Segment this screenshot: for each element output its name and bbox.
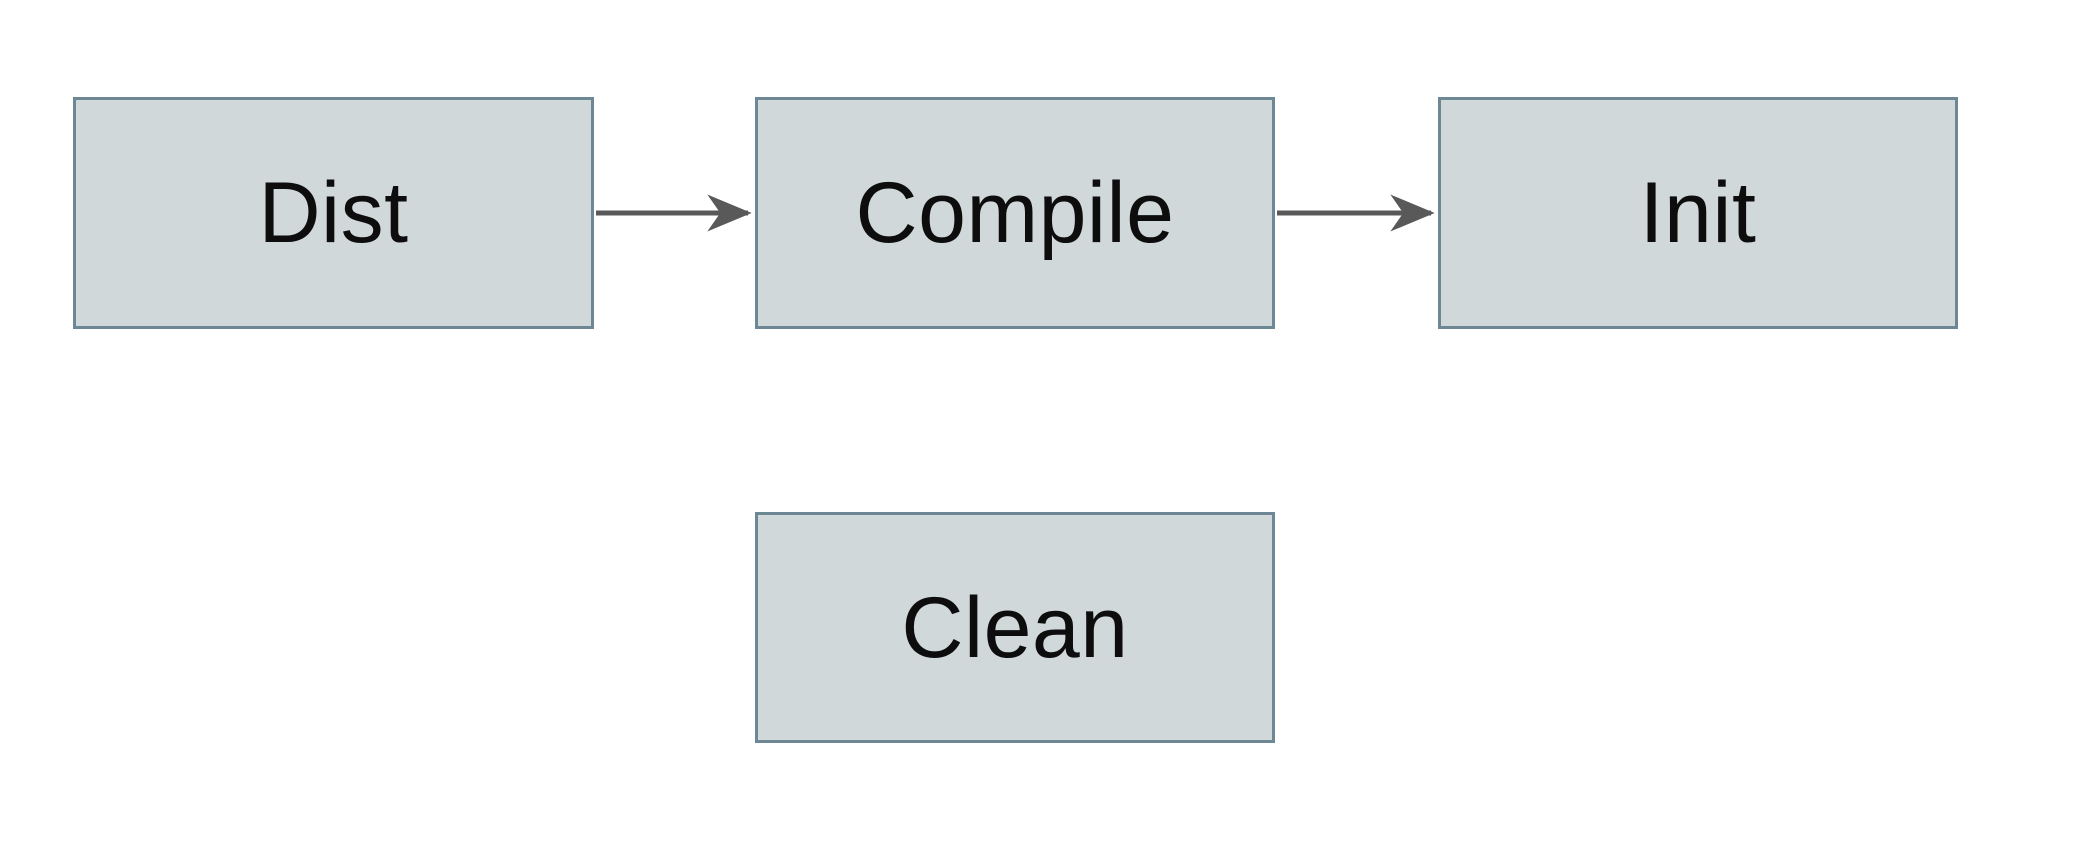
node-dist-label: Dist — [258, 165, 409, 261]
node-compile[interactable]: Compile — [755, 97, 1275, 329]
node-compile-label: Compile — [855, 165, 1175, 261]
node-dist[interactable]: Dist — [73, 97, 594, 329]
node-init-label: Init — [1639, 165, 1757, 261]
node-clean[interactable]: Clean — [755, 512, 1275, 743]
node-init[interactable]: Init — [1438, 97, 1958, 329]
node-clean-label: Clean — [901, 579, 1129, 676]
